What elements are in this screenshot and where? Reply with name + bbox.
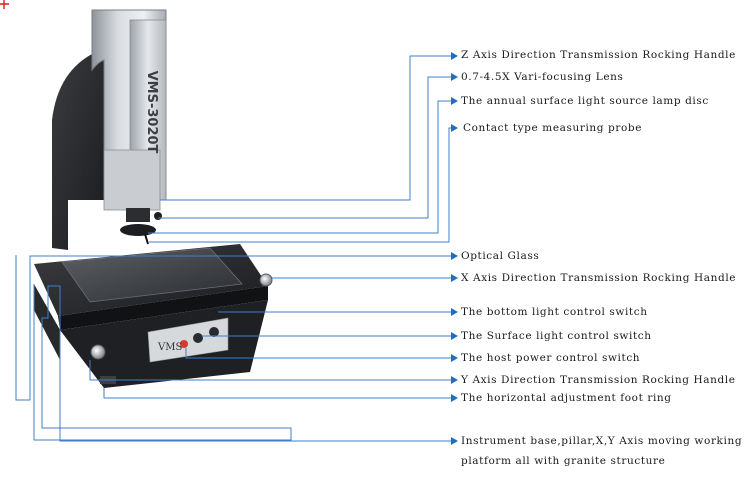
lamp-disc [120,224,156,236]
arrow-measuring-probe [451,124,458,132]
surface-light-knob [193,333,203,343]
arrow-vari-focusing-lens [451,73,458,81]
label-host-power-switch: The host power control switch [461,352,641,364]
arrow-foot-ring [451,394,458,402]
leader-foot-ring [103,388,451,399]
leader-measuring-probe [149,127,451,243]
label-optical-glass: Optical Glass [461,250,540,262]
label-z-axis-handle: Z Axis Direction Transmission Rocking Ha… [461,49,736,61]
arrow-x-axis-handle [451,274,458,282]
arrow-optical-glass [451,252,458,260]
arrow-host-power-switch [451,354,458,362]
leader-lines [15,55,451,442]
stage-front [58,286,268,330]
arrow-bottom-light-switch [451,308,458,316]
optical-glass-surface [61,247,243,303]
leader-y-axis-handle [89,360,451,381]
power-switch-knob [180,340,188,348]
y-handle-knob [90,344,106,360]
label-x-axis-handle: X Axis Direction Transmission Rocking Ha… [461,272,737,284]
probe-tip [144,233,149,245]
panel-text: VMS [157,342,182,353]
leader-granite-base [33,284,451,442]
leader-z-axis-handle [160,55,451,201]
x-handle-knob [259,273,273,287]
label-vari-focusing-lens: 0.7-4.5X Vari-focusing Lens [461,71,624,83]
lens-housing [103,149,161,211]
arrow-z-axis-handle [451,52,458,60]
leader-surface-light-lamp-disc [148,100,451,234]
arrow-surface-light-switch [451,332,458,340]
arrow-surface-light-lamp-disc [451,97,458,105]
label-granite-base-line2: platform all with granite structure [461,455,666,467]
label-y-axis-handle: Y Axis Direction Transmission Rocking Ha… [461,374,736,386]
label-surface-light-switch: The Surface light control switch [461,330,652,342]
label-foot-ring: The horizontal adjustment foot ring [461,392,672,404]
model-text: VMS-3020T [144,71,159,154]
label-granite-base-line1: Instrument base,pillar,X,Y Axis moving w… [461,435,743,447]
label-measuring-probe: Contact type measuring probe [463,122,643,134]
lens-barrel [126,208,150,222]
bottom-light-knob [209,327,219,337]
leader-vari-focusing-lens [158,76,451,219]
label-bottom-light-switch: The bottom light control switch [461,306,648,318]
leader-host-power-switch [185,348,451,359]
label-surface-light-lamp-disc: The annual surface light source lamp dis… [461,95,709,107]
z-handle-knob [154,212,162,220]
granite-pillar [52,52,104,250]
control-panel [147,317,229,363]
leader-optical-glass [15,255,451,401]
arrow-y-axis-handle [451,376,458,384]
machine-body [34,9,273,388]
arrow-granite-base [451,437,458,445]
corner-plus-icon [0,0,9,9]
granite-base [34,284,60,360]
arrowheads [451,52,458,445]
